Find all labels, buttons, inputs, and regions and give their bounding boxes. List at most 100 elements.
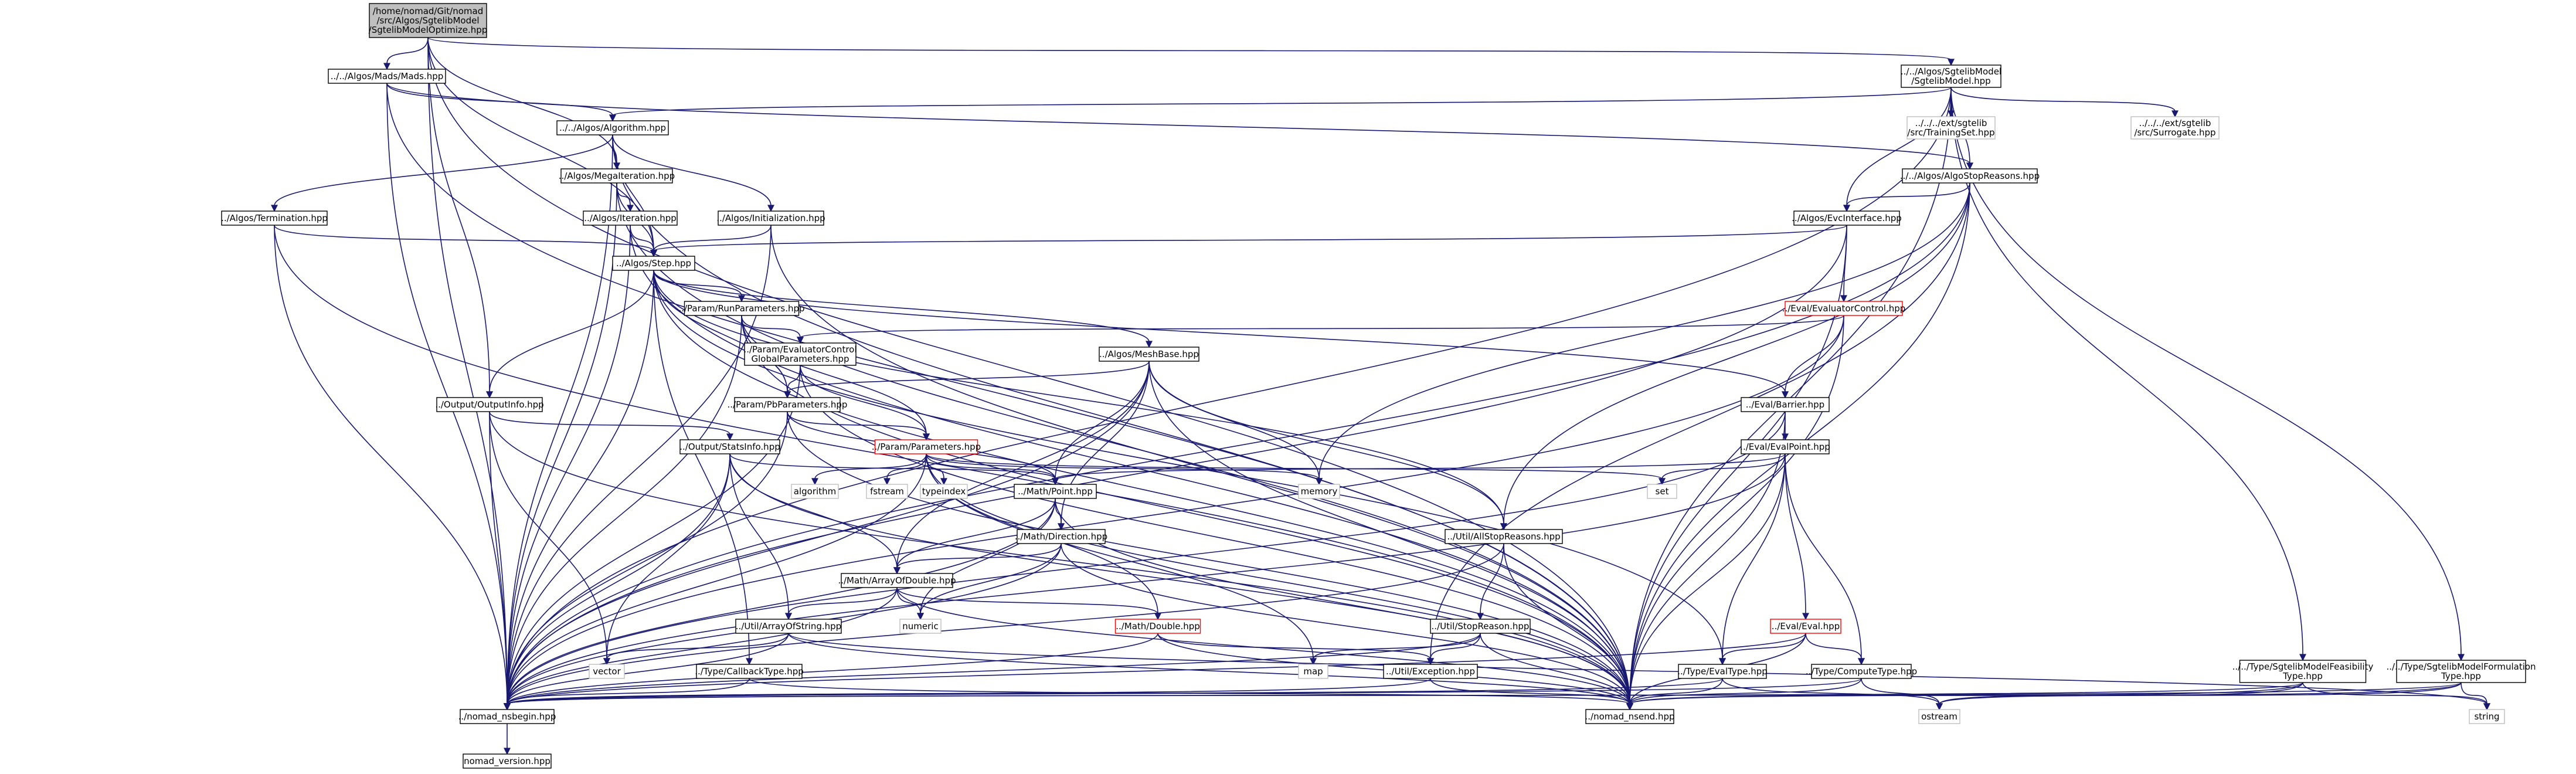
include-edge [507,411,1786,705]
node-mads[interactable]: ../../Algos/Mads/Mads.hpp [328,69,446,84]
include-edge [427,37,490,393]
include-edge [1157,633,1431,660]
node-label: numeric [902,621,938,632]
node-algorithm_hpp[interactable]: ../../Algos/Algorithm.hpp [556,120,669,135]
include-edge [1629,678,1723,705]
include-edge [606,633,789,660]
include-edge [926,453,1663,480]
node-nsbegin[interactable]: ../nomad_nsbegin.hpp [458,709,556,724]
node-termination[interactable]: ../Algos/Termination.hpp [221,211,328,226]
edge-arrowhead [504,748,511,755]
node-box [1383,664,1478,679]
node-box [679,439,780,454]
node-arrayofdouble[interactable]: ../Math/ArrayOfDouble.hpp [838,573,956,588]
node-label: /src/Algos/SgtelibModel [376,15,479,26]
node-megaiteration[interactable]: ../Algos/MegaIteration.hpp [559,168,675,184]
node-point[interactable]: ../Math/Point.hpp [1014,484,1097,499]
node-pbparams[interactable]: ../Param/PbParameters.hpp [728,397,848,412]
edge-arrowhead [1840,295,1847,303]
node-outputinfo[interactable]: ../Output/OutputInfo.hpp [435,397,544,412]
include-edge [653,270,1723,660]
include-edge [896,543,1062,569]
include-edge [507,182,1970,705]
node-label: /src/TrainingSet.hpp [1907,127,1994,138]
node-label: ostream [1921,711,1958,722]
node-direction[interactable]: ../Math/Direction.hpp [1015,529,1107,544]
node-label: ../Util/Exception.hpp [1386,666,1475,677]
edge-arrowhead [1719,658,1726,666]
node-label: ../Algos/Initialization.hpp [716,213,825,223]
node-computetype[interactable]: ../Type/ComputeType.hpp [1806,664,1917,679]
include-edge [507,633,1481,705]
node-double[interactable]: ../Math/Double.hpp [1114,619,1201,634]
include-edge [507,270,654,705]
edge-arrowhead [811,478,818,486]
node-iteration[interactable]: ../Algos/Iteration.hpp [583,211,678,226]
include-edge [729,453,789,615]
node-evcglobalparams[interactable]: ../Param/EvaluatorControlGlobalParameter… [743,342,857,366]
node-box [866,484,908,499]
node-step[interactable]: ../Algos/Step.hpp [612,256,695,271]
node-box [1647,484,1677,499]
node-formulationtype[interactable]: ../../Type/SgtelibModelFormulationType.h… [2386,660,2536,683]
node-box [556,120,669,135]
node-nomad_version[interactable]: nomad_version.hpp [463,753,552,769]
include-edge [886,453,927,480]
node-initialization[interactable]: ../Algos/Initialization.hpp [716,211,825,226]
node-label: memory [1301,486,1338,497]
include-edge [1846,87,1952,206]
include-edge [1950,87,2176,112]
node-box [1014,484,1097,499]
node-meshbase[interactable]: ../Algos/MeshBase.hpp [1099,347,1199,362]
include-edge [507,411,788,705]
include-edge [274,225,1630,705]
node-label: string [2474,711,2499,722]
include-edge [507,315,742,705]
node-root[interactable]: /home/nomad/Git/nomad/src/Algos/SgtelibM… [369,3,488,38]
node-box [899,619,942,634]
node-stopreason[interactable]: ../Util/StopReason.hpp [1430,619,1531,634]
node-nsend[interactable]: ../nomad_nsend.hpp [1585,709,1675,724]
include-edge [1805,633,1862,660]
node-sgtelibmodel[interactable]: ../../Algos/SgtelibModel/SgtelibModel.hp… [1901,64,2001,88]
include-edge [507,678,1431,705]
node-statsinfo[interactable]: ../Output/StatsInfo.hpp [679,439,780,454]
node-box [684,301,800,316]
node-evaltype[interactable]: ../Type/EvalType.hpp [1677,664,1768,679]
include-edge [507,225,631,705]
node-parameters[interactable]: ../Param/Parameters.hpp [872,439,981,454]
node-evaluatorcontrol[interactable]: ../Eval/EvaluatorControl.hpp [1782,301,1906,316]
node-arrayofstring[interactable]: ../Util/ArrayOfString.hpp [735,619,842,634]
include-edge [489,270,654,393]
node-allstopreasons[interactable]: ../Util/AllStopReasons.hpp [1445,529,1563,544]
node-box [1445,529,1563,544]
node-box [2239,660,2367,683]
include-edge [653,270,750,660]
node-eval[interactable]: ../Eval/Eval.hpp [1770,619,1841,634]
node-box [1906,116,1996,140]
include-edge [896,587,1630,705]
include-edge [606,453,730,660]
node-label: /SgtelibModel.hpp [1911,76,1990,86]
edge-arrowhead [1500,523,1507,531]
include-edge [800,315,1844,338]
node-box [735,619,842,634]
include-edge [1055,361,1150,480]
node-feasibilitytype[interactable]: ../../Type/SgtelibModelFeasibilityType.h… [2232,660,2374,683]
include-edge [1313,633,1481,660]
include-edge [507,543,1504,705]
include-edge [427,37,1952,60]
node-evalpoint[interactable]: ../Eval/EvalPoint.hpp [1740,439,1830,454]
include-edge [926,453,1320,480]
include-edge [630,225,654,252]
include-edge [787,411,927,435]
node-algostopreasons[interactable]: ../../Algos/AlgoStopReasons.hpp [1900,168,2040,184]
node-map: map [1298,664,1328,679]
node-box [1099,347,1199,362]
node-exception[interactable]: ../Util/Exception.hpp [1383,664,1478,679]
node-barrier[interactable]: ../Eval/Barrier.hpp [1741,397,1830,412]
node-callbacktype[interactable]: ../Type/CallbackType.hpp [695,664,804,679]
include-edge [1846,182,1970,206]
node-runparams[interactable]: ../Param/RunParameters.hpp [678,301,805,316]
node-evcinterface[interactable]: ../Algos/EvcInterface.hpp [1792,211,1902,226]
